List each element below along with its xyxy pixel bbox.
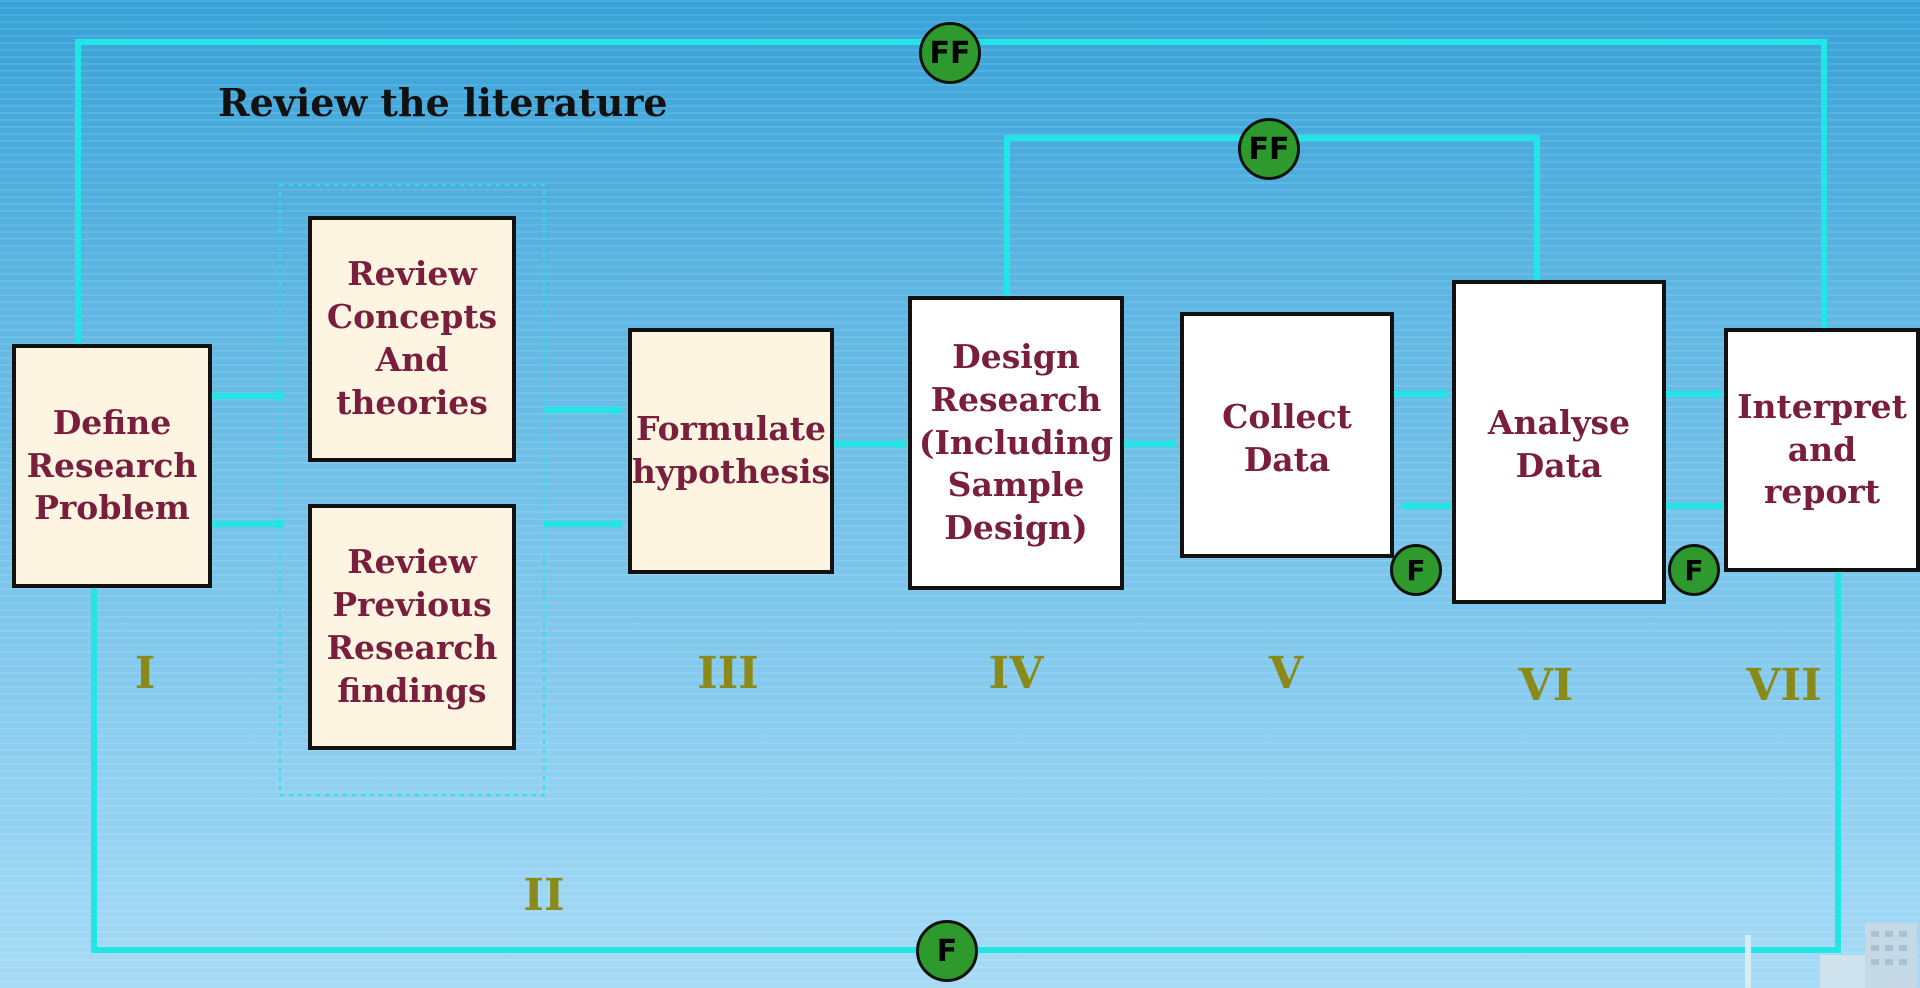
design-research-box: Design Research (Including Sample Design… <box>908 296 1124 590</box>
stage-label-ii: II <box>523 870 565 921</box>
f-analyse-badge: F <box>1668 544 1720 596</box>
define-research-problem-box: Define Research Problem <box>12 344 212 588</box>
stage-label-vi: VI <box>1518 660 1574 711</box>
review-literature-heading: Review the literature <box>218 80 668 125</box>
stage-label-iii: III <box>697 648 759 699</box>
ff-inner-badge: FF <box>1238 118 1300 180</box>
interpret-and-report-box: Interpret and report <box>1724 328 1920 572</box>
stage-label-vii: VII <box>1746 660 1822 711</box>
f-collect-badge: F <box>1390 544 1442 596</box>
stage-label-iv: IV <box>988 648 1044 699</box>
analyse-data-box: Analyse Data <box>1452 280 1666 604</box>
f-bottom-badge: F <box>916 920 978 982</box>
review-previous-findings-box: Review Previous Research findings <box>308 504 516 750</box>
review-concepts-box: Review Concepts And theories <box>308 216 516 462</box>
city-skyline-decoration <box>1745 923 1917 988</box>
collect-data-box: Collect Data <box>1180 312 1394 558</box>
formulate-hypothesis-box: Formulate hypothesis <box>628 328 834 574</box>
stage-label-i: I <box>134 648 156 699</box>
stage-label-v: V <box>1268 648 1304 699</box>
literature-group-outline <box>279 184 545 796</box>
ff-top-badge: FF <box>919 22 981 84</box>
